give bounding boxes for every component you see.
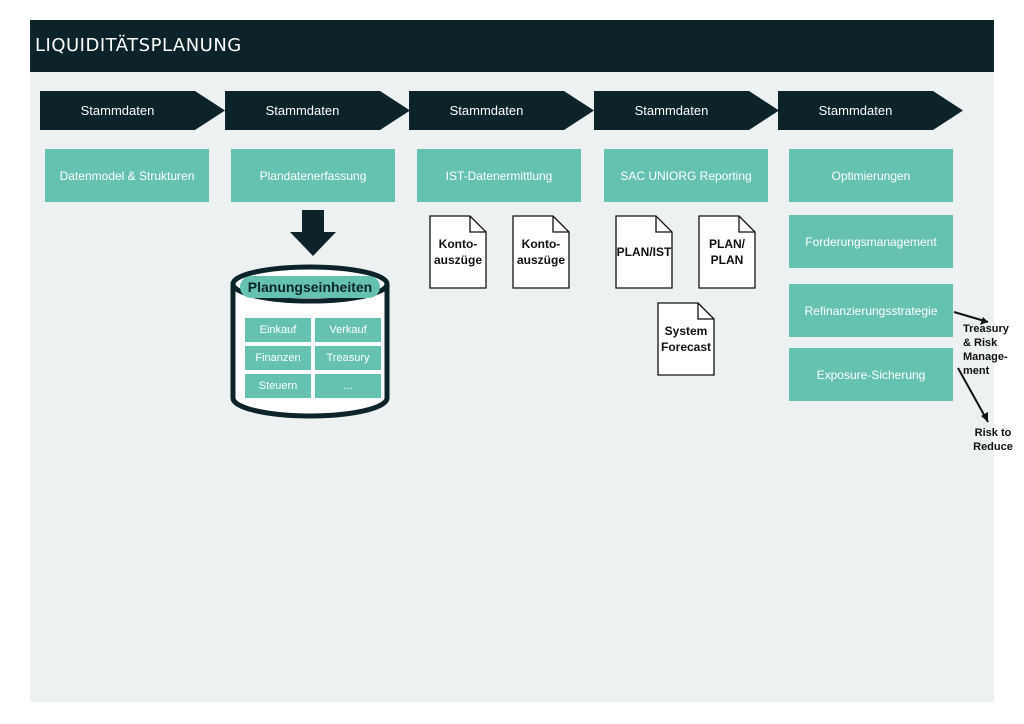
- page-title: LIQUIDITÄTSPLANUNG: [35, 35, 242, 56]
- step-chevron-4: Stammdaten: [594, 91, 779, 130]
- document-system-forecast: System Forecast: [657, 302, 715, 376]
- unit-verkauf: Verkauf: [315, 318, 381, 342]
- unit-steuern: Steuern: [245, 374, 311, 398]
- arrowhead-icon: [981, 412, 988, 422]
- step-label: Stammdaten: [449, 103, 524, 118]
- chevron-shape: [594, 91, 779, 130]
- unit-more: ...: [315, 374, 381, 398]
- unit-treasury: Treasury: [315, 346, 381, 370]
- step-chevron-3: Stammdaten: [409, 91, 594, 130]
- datenmodel-box: Datenmodel & Strukturen: [45, 149, 209, 202]
- document-plan-plan: PLAN/ PLAN: [698, 215, 756, 289]
- optimierungen-box: Optimierungen: [789, 149, 953, 202]
- risk-to-reduce-label: Risk to Reduce: [973, 427, 1013, 453]
- document-label: Konto- auszüge: [433, 237, 482, 267]
- step-label: Stammdaten: [265, 103, 340, 118]
- treasury-risk-label: Treasury & Risk Manage- ment: [963, 323, 1009, 377]
- document-kontoauszuege-2: Konto- auszüge: [512, 215, 570, 289]
- step-chevron-1: Stammdaten: [40, 91, 225, 130]
- chevron-shape: [225, 91, 410, 130]
- chevron-shape: [40, 91, 225, 130]
- connector-arrows: [953, 311, 989, 423]
- document-icon: [657, 302, 715, 376]
- exposure-sicherung-box: Exposure-Sicherung: [789, 348, 953, 401]
- step-chevron-5: Stammdaten: [778, 91, 963, 130]
- chevron-shape: [409, 91, 594, 130]
- unit-einkauf: Einkauf: [245, 318, 311, 342]
- document-icon: [429, 215, 487, 289]
- sac-reporting-box: SAC UNIORG Reporting: [604, 149, 768, 202]
- document-label: PLAN/IST: [616, 245, 672, 259]
- ist-datenermittlung-box: IST-Datenermittlung: [417, 149, 581, 202]
- chevron-shape: [778, 91, 963, 130]
- step-label: Stammdaten: [80, 103, 155, 118]
- document-icon: [698, 215, 756, 289]
- arrow-to-risk: [957, 367, 989, 423]
- document-label: System Forecast: [660, 324, 712, 354]
- step-label: Stammdaten: [634, 103, 709, 118]
- document-plan-ist: PLAN/IST: [615, 215, 673, 289]
- arrowhead-icon: [980, 317, 988, 325]
- refinanzierungsstrategie-box: Refinanzierungsstrategie: [789, 284, 953, 337]
- arrow-down-icon: [290, 210, 336, 256]
- title-bar: [30, 20, 994, 72]
- unit-finanzen: Finanzen: [245, 346, 311, 370]
- document-kontoauszuege-1: Konto- auszüge: [429, 215, 487, 289]
- step-label: Stammdaten: [818, 103, 893, 118]
- document-label: PLAN/ PLAN: [709, 237, 745, 267]
- step-chevron-2: Stammdaten: [225, 91, 410, 130]
- forderungsmanagement-box: Forderungsmanagement: [789, 215, 953, 268]
- plandatenerfassung-box: Plandatenerfassung: [231, 149, 395, 202]
- document-label: Konto- auszüge: [516, 237, 565, 267]
- planungseinheiten-label: Planungseinheiten: [240, 276, 380, 298]
- document-icon: [615, 215, 673, 289]
- document-icon: [512, 215, 570, 289]
